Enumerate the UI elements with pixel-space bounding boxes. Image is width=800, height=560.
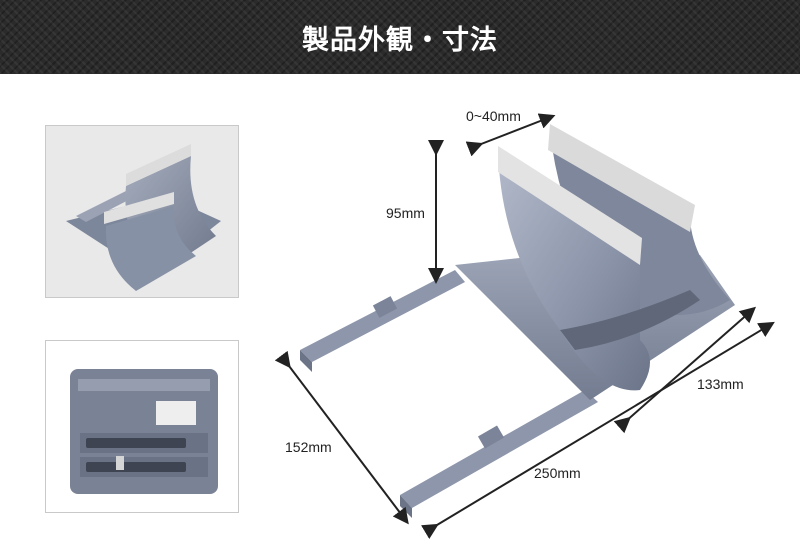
product-angle-thumbnail [45,125,239,298]
width-label: 250mm [534,465,581,481]
height-label: 95mm [386,205,425,221]
upper-rail [300,270,465,372]
page-title: 製品外観・寸法 [302,24,498,56]
width-line [421,321,775,539]
extended-length-line [274,350,409,525]
lower-rail [400,390,598,518]
product-dimension-diagram [274,113,775,539]
product-bottom-image [46,341,238,512]
product-bottom-thumbnail [45,340,239,513]
depth-label: 133mm [697,376,744,392]
extended-length-label: 152mm [285,439,332,455]
slot-width-line [465,113,556,157]
slot-width-label: 0~40mm [466,108,521,124]
header-banner: 製品外観・寸法 [0,0,800,74]
product-angle-image [46,126,238,297]
